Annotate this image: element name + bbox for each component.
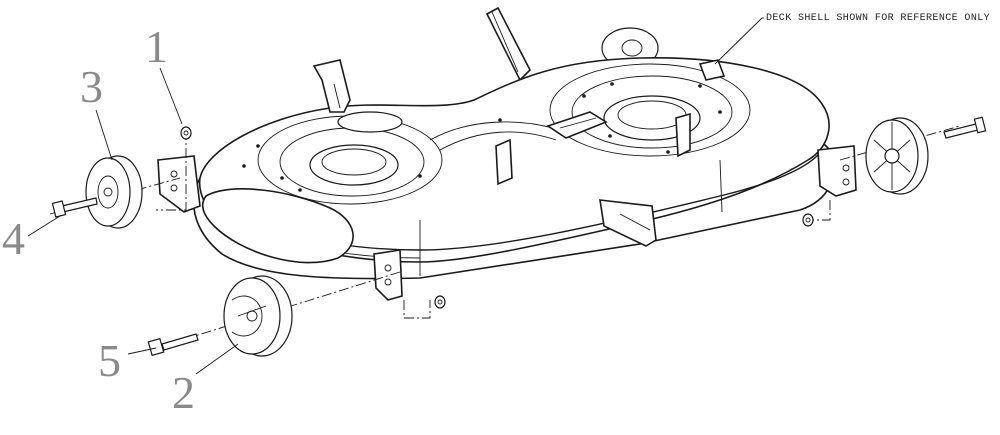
callout-5: 5 bbox=[98, 335, 121, 386]
shoulder-bolt-right bbox=[943, 116, 987, 139]
gauge-wheel-rear-left bbox=[85, 155, 143, 229]
callout-2: 2 bbox=[172, 367, 195, 418]
callout-1: 1 bbox=[145, 21, 168, 72]
callout-3: 3 bbox=[80, 61, 103, 112]
hex-nut-2 bbox=[434, 295, 446, 309]
shoulder-bolt-left bbox=[51, 197, 98, 218]
callout-4: 4 bbox=[2, 213, 25, 264]
hex-nut-3 bbox=[802, 213, 814, 227]
leader-lines bbox=[27, 17, 764, 375]
hex-nut-1 bbox=[180, 126, 192, 140]
gauge-wheel-front-left bbox=[223, 275, 293, 357]
shoulder-bolt-front bbox=[147, 333, 199, 357]
gauge-wheel-right bbox=[865, 117, 929, 195]
reference-note: DECK SHELL SHOWN FOR REFERENCE ONLY bbox=[766, 13, 990, 24]
rivet-dots bbox=[242, 82, 722, 192]
deck-shell bbox=[157, 6, 857, 301]
